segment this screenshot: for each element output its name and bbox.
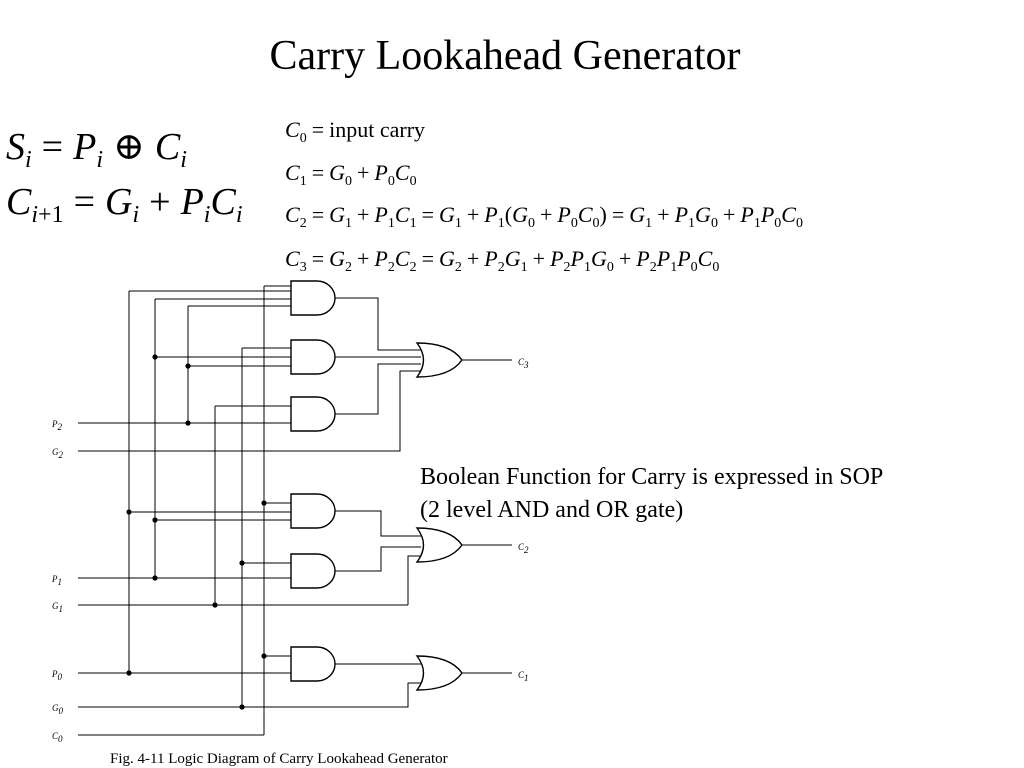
carry-recurrence-equation: Ci+1=Gi+PiCi <box>6 181 243 228</box>
label-c2-output: C2 <box>518 542 529 555</box>
slide-title: Carry Lookahead Generator <box>269 33 741 79</box>
sum-equation: Si=Pi⊕Ci <box>6 126 187 173</box>
label-p0: P0 <box>51 669 63 682</box>
or-gate-c3 <box>415 342 463 378</box>
c1-equation: C1=G0+P0C0 <box>285 160 417 189</box>
and-gate-4 <box>290 493 336 529</box>
or-gate-c2 <box>415 527 463 563</box>
sop-note-line-2: (2 level AND and OR gate) <box>420 497 684 523</box>
and-gate-1 <box>290 280 336 316</box>
c0-equation: C0=input carry <box>285 117 426 146</box>
label-p1: P1 <box>51 574 62 587</box>
sop-note-line-1: Boolean Function for Carry is expressed … <box>420 464 884 490</box>
label-g0: G0 <box>52 703 64 716</box>
sop-note: Boolean Function for Carry is expressed … <box>420 461 1010 527</box>
or-gate-c1 <box>415 655 463 691</box>
c3-equation: C3=G2+P2C2=G2+P2G1+P2P1G0+P2P1P0C0 <box>285 246 720 275</box>
label-g1: G1 <box>52 601 63 614</box>
and-gate-2 <box>290 339 336 375</box>
label-c0: C0 <box>52 731 63 744</box>
label-p2: P2 <box>51 419 63 432</box>
figure-caption: Fig. 4-11 Logic Diagram of Carry Lookahe… <box>110 751 448 767</box>
and-gate-3 <box>290 396 336 432</box>
label-c1-output: C1 <box>518 670 529 683</box>
diagram-wires <box>78 285 512 736</box>
label-c3-output: C3 <box>518 357 529 370</box>
junction-dots <box>126 354 267 710</box>
and-gate-6 <box>290 646 336 682</box>
c2-equation: C2=G1+P1C1=G1+P1(G0+P0C0)=G1+P1G0+P1P0C0 <box>285 202 803 231</box>
label-g2: G2 <box>52 447 64 460</box>
and-gate-5 <box>290 553 336 589</box>
